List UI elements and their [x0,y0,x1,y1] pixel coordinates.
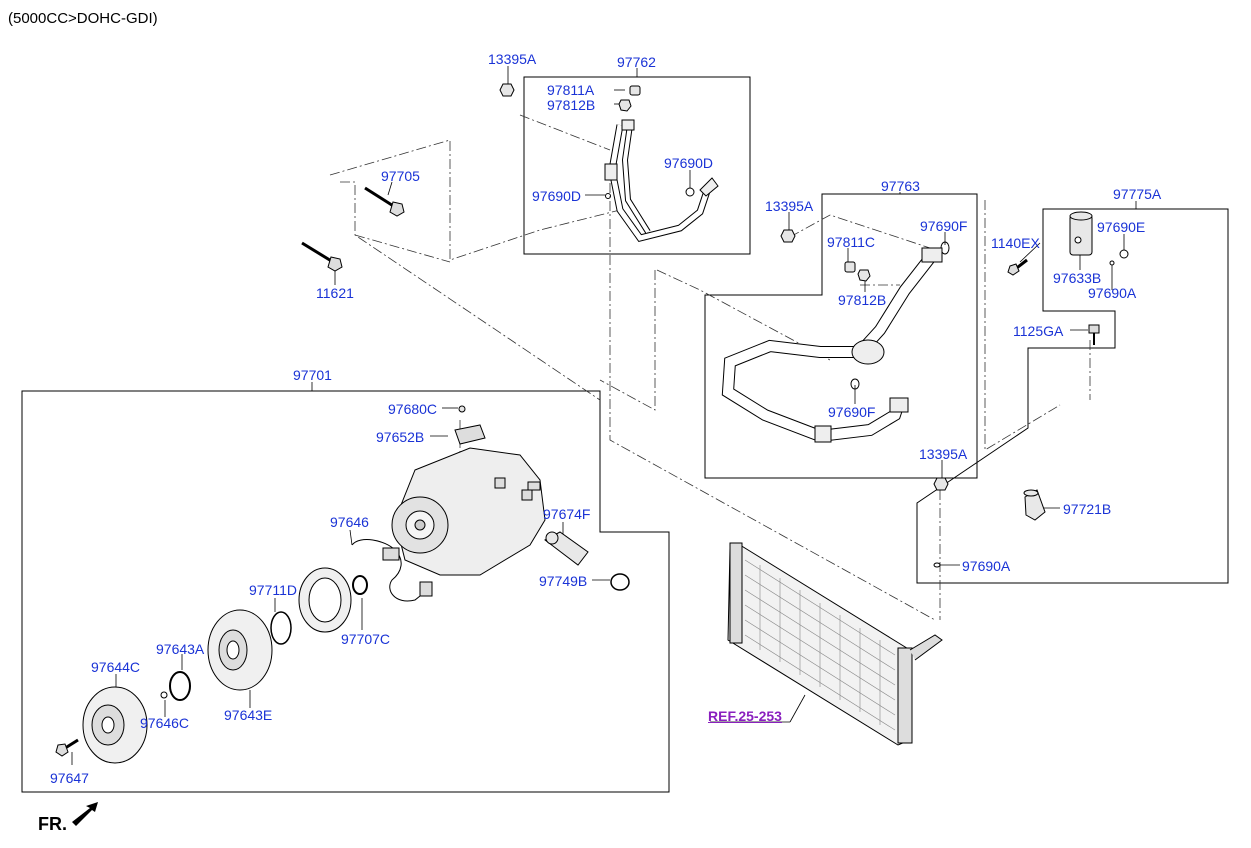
oring-97690D-left [605,193,611,199]
label-97721B[interactable]: 97721B [1063,501,1112,517]
box-97701 [21,390,670,793]
clutch-plate-97644C [82,686,148,764]
label-97643A[interactable]: 97643A [156,641,205,657]
label-97811C[interactable]: 97811C [827,234,876,250]
label-13395A-top[interactable]: 13395A [488,51,537,67]
label-97749B[interactable]: 97749B [539,573,588,589]
label-97762[interactable]: 97762 [617,54,656,70]
label-97690D-right[interactable]: 97690D [664,155,714,171]
label-97643E[interactable]: 97643E [224,707,273,723]
cap-97812B-mid [857,269,871,282]
pressure-switch-97674F [544,531,589,566]
hose-97763 [721,247,943,443]
oring-97690A-top [1109,260,1115,266]
label-97690E[interactable]: 97690E [1097,219,1146,235]
label-97647[interactable]: 97647 [50,770,89,786]
label-97646C[interactable]: 97646C [140,715,190,731]
condenser [727,542,943,746]
front-arrow-icon [72,802,98,826]
pulley-97643E [207,609,273,691]
label-97690D-left[interactable]: 97690D [532,188,582,204]
bolt-97705 [364,186,405,217]
label-13395A-mid[interactable]: 13395A [765,198,814,214]
snap-ring-97707C [352,575,368,595]
screw-97680C [458,405,466,413]
expansion-valve-97633B [1069,211,1093,256]
label-97680C[interactable]: 97680C [388,401,438,417]
snap-ring-97711D [270,611,292,645]
box-97763 [704,193,978,479]
dryer-cap-97721B [1023,489,1046,521]
label-13395A-right[interactable]: 13395A [919,446,968,462]
label-97690F-bottom[interactable]: 97690F [828,404,876,420]
label-97701[interactable]: 97701 [293,367,332,383]
bolt-11621 [301,241,343,272]
label-97705[interactable]: 97705 [381,168,420,184]
bolt-1140EX [1007,258,1028,276]
cap-97811A [629,85,641,96]
label-97633B[interactable]: 97633B [1053,270,1102,286]
nut-13395A-top [499,83,515,97]
label-97646[interactable]: 97646 [330,514,369,530]
bolt-97647 [55,738,79,757]
oring-97690F-bottom [850,378,860,390]
front-direction-label: FR. [38,814,67,834]
coil-97707C [298,567,352,633]
label-97674F[interactable]: 97674F [543,506,591,522]
reference-link[interactable]: REF.25-253 [708,708,782,724]
label-97812B-top[interactable]: 97812B [547,97,596,113]
label-97690A-bottom[interactable]: 97690A [962,558,1011,574]
cap-97811C [844,261,856,273]
label-97775A[interactable]: 97775A [1113,186,1162,202]
label-1140EX[interactable]: 1140EX [991,235,1040,251]
bolt-1125GA [1088,324,1100,345]
label-11621[interactable]: 11621 [316,285,354,301]
box-97775A [916,208,1229,584]
label-97690A-top[interactable]: 97690A [1088,285,1137,301]
label-97707C[interactable]: 97707C [341,631,391,647]
label-97690F-top[interactable]: 97690F [920,218,968,234]
oring-97690D-right [685,187,695,197]
nut-13395A-right [933,477,949,491]
label-97644C[interactable]: 97644C [91,659,141,675]
engine-spec-label: (5000CC>DOHC-GDI) [8,10,158,27]
snap-ring-97643A [169,671,191,701]
oring-97690A-bottom [933,562,941,568]
label-97812B-mid[interactable]: 97812B [838,292,887,308]
label-97811A[interactable]: 97811A [547,82,595,98]
label-97763[interactable]: 97763 [881,178,920,194]
oring-97749B [610,573,630,591]
cap-97812B-top [618,99,632,112]
compressor-97701 [351,424,546,602]
hose-97762 [604,119,719,242]
label-97652B[interactable]: 97652B [376,429,425,445]
shim-97646C [160,691,168,699]
label-1125GA[interactable]: 1125GA [1013,323,1064,339]
nut-13395A-mid [780,229,796,243]
oring-97690E [1119,249,1129,259]
label-97711D[interactable]: 97711D [249,582,298,598]
